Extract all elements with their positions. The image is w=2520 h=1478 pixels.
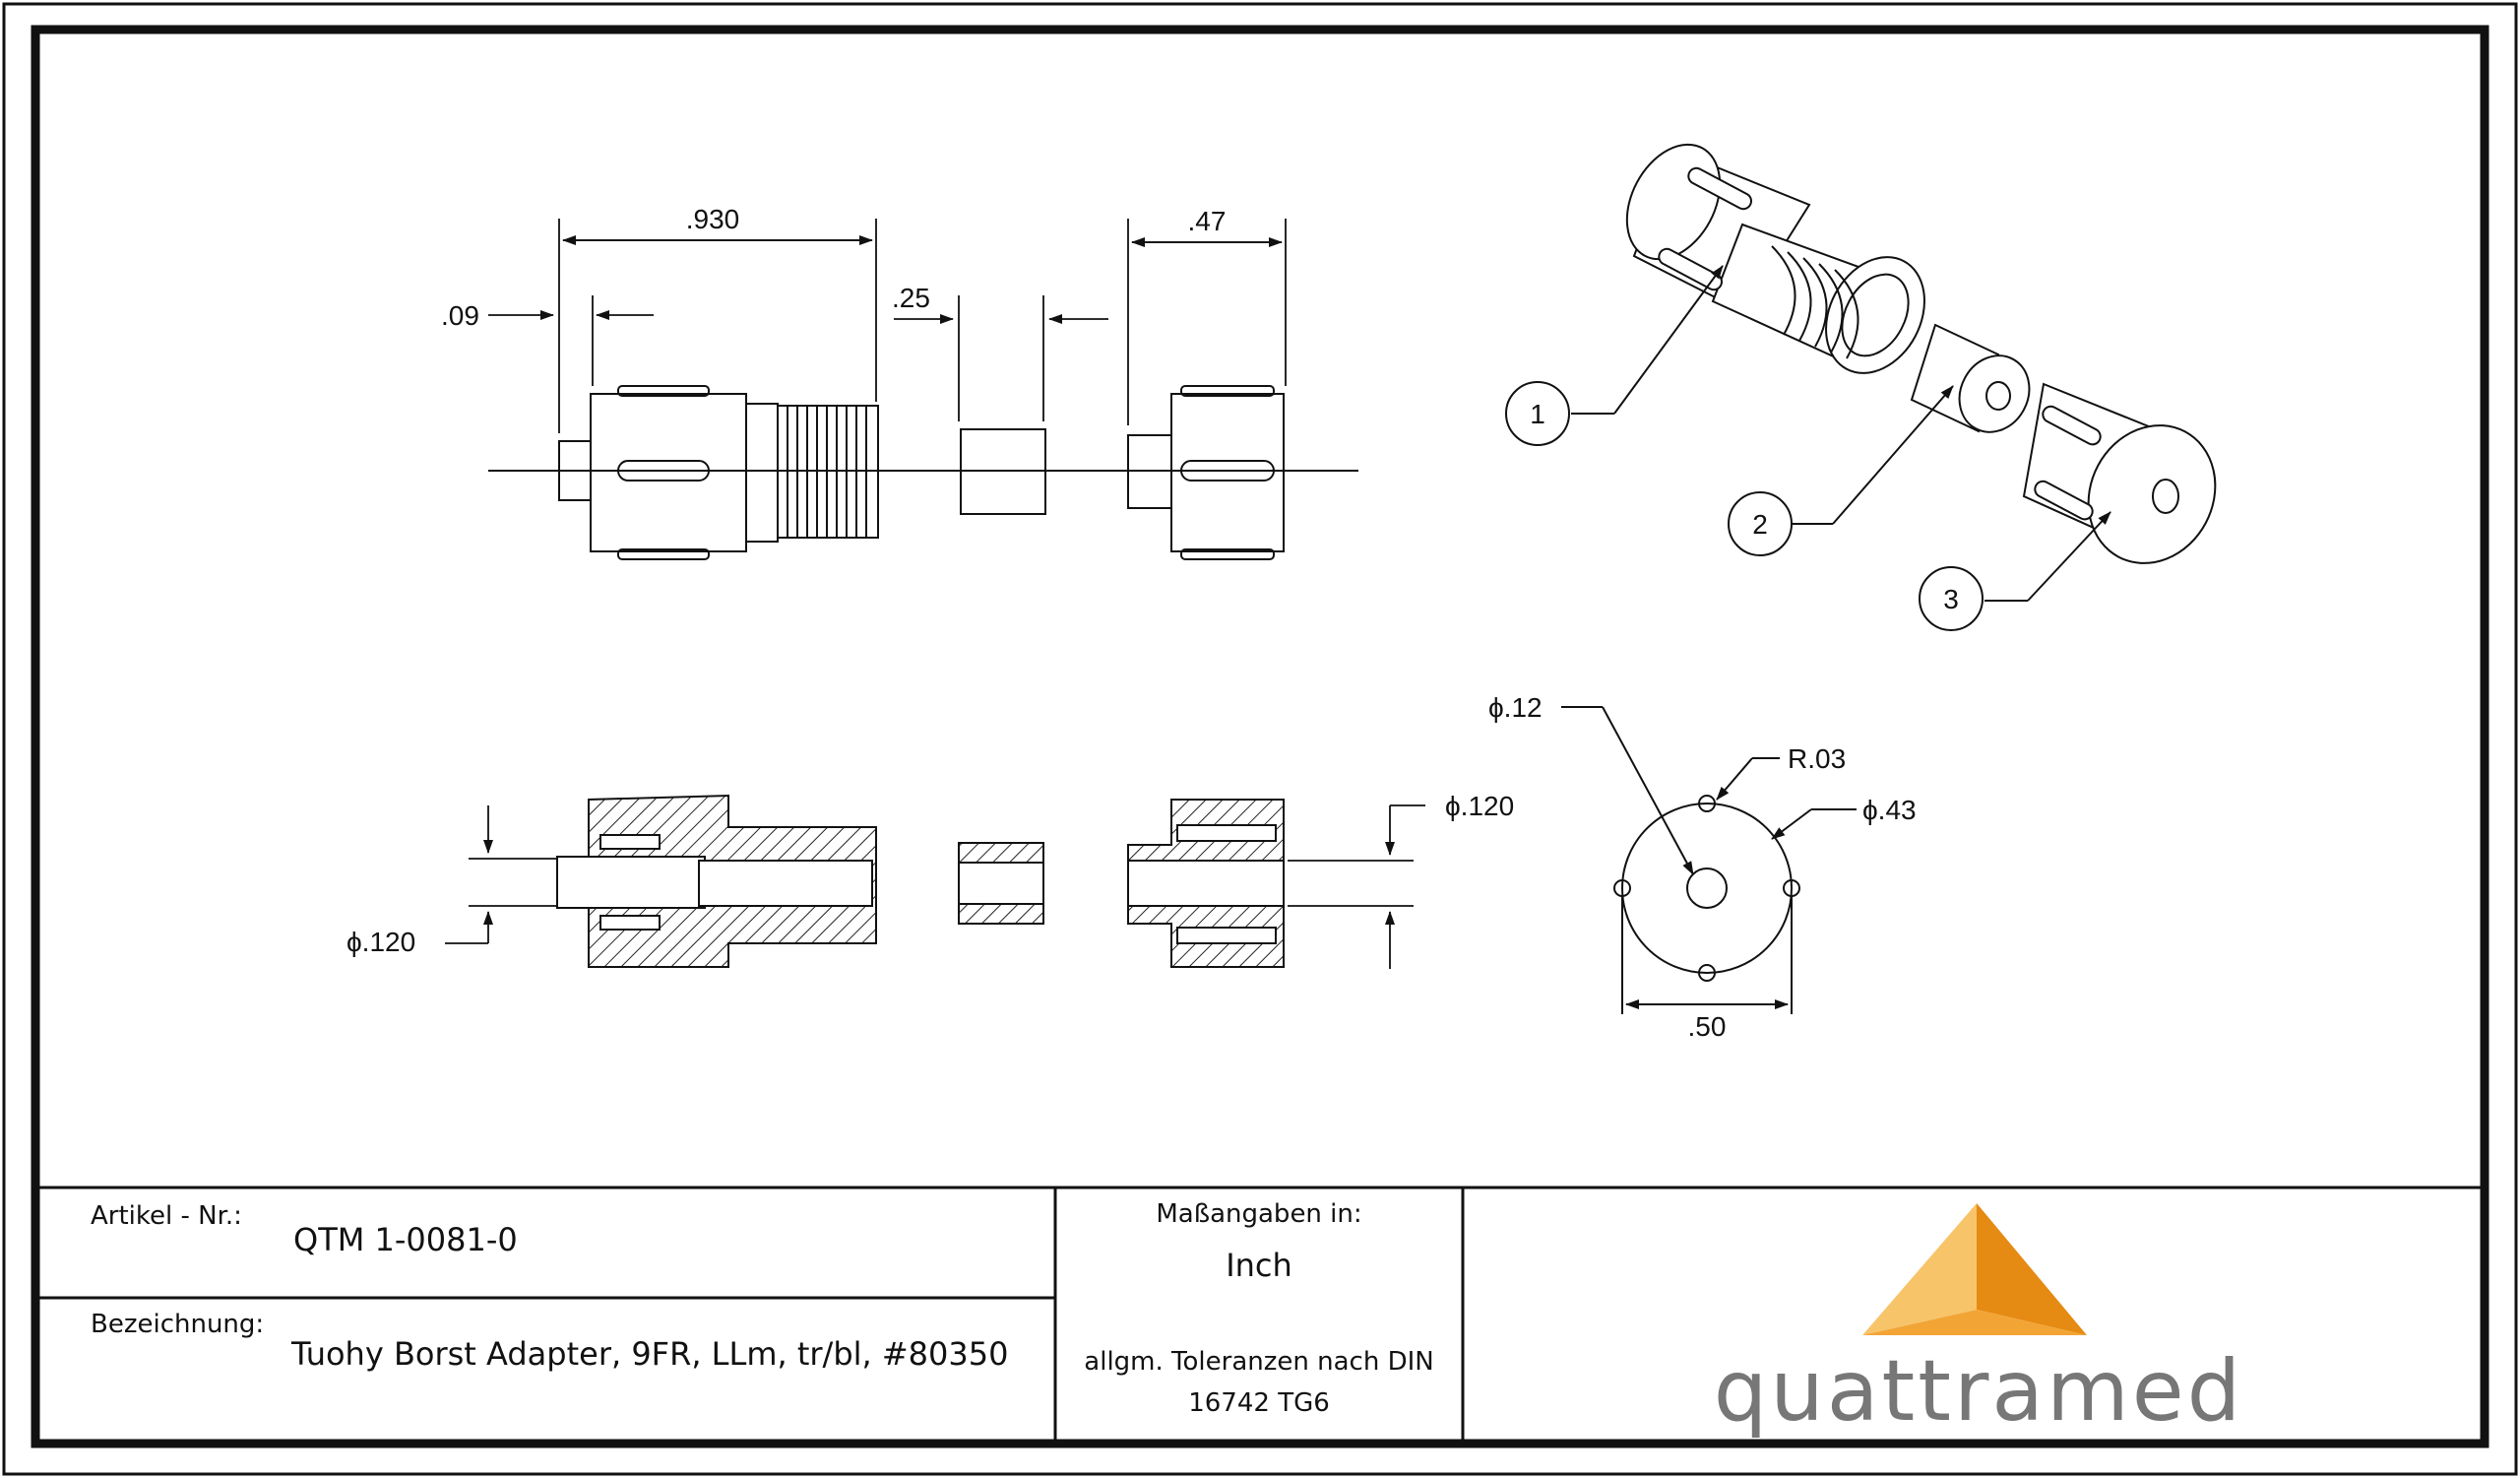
balloon-2-label: 2	[1752, 509, 1768, 540]
dim-09: .09	[441, 300, 479, 331]
inner-frame	[31, 25, 2489, 1448]
dim-50: .50	[1688, 1011, 1727, 1042]
iso-part-2	[1910, 323, 2031, 433]
designation-value: Tuohy Borst Adapter, 9FR, LLm, tr/bl, #8…	[291, 1335, 1009, 1373]
balloon-2: 2	[1728, 491, 1793, 556]
dim-930: .930	[686, 204, 740, 234]
units-label: Maßangaben in:	[1156, 1199, 1362, 1229]
dim-r03: R.03	[1788, 743, 1846, 774]
quattramed-logo: quattramed	[1714, 1203, 2244, 1441]
balloon-1: 1	[1505, 381, 1570, 446]
dim-47: .47	[1188, 206, 1227, 236]
balloon-leaders	[1571, 265, 2111, 602]
iso-part-3	[2022, 382, 2217, 564]
dim-dia120-right: ϕ.120	[1445, 791, 1514, 821]
dimension-lines-section	[445, 804, 1425, 969]
units-value: Inch	[1226, 1247, 1292, 1284]
dim-dia120-left: ϕ.120	[346, 927, 415, 957]
front-view-top	[488, 385, 1358, 560]
article-label: Artikel - Nr.:	[91, 1201, 242, 1231]
article-number: QTM 1-0081-0	[293, 1221, 518, 1258]
balloon-3-label: 3	[1943, 584, 1959, 614]
dim-25: .25	[892, 283, 930, 313]
balloon-3: 3	[1919, 566, 1984, 631]
designation-label: Bezeichnung:	[91, 1310, 265, 1339]
tolerance-line-2: 16742 TG6	[1188, 1388, 1330, 1418]
dim-dia12: ϕ.12	[1488, 692, 1543, 723]
dimension-lines-top	[488, 219, 1287, 433]
end-view	[1561, 706, 1857, 1014]
balloon-1-label: 1	[1530, 399, 1545, 429]
isometric-view	[1625, 143, 2217, 564]
iso-part-1	[1625, 143, 1925, 374]
title-block-grid	[35, 1186, 2485, 1444]
dim-dia43: ϕ.43	[1862, 795, 1917, 825]
tolerance-line-1: allgm. Toleranzen nach DIN	[1084, 1347, 1434, 1377]
logo-text: quattramed	[1714, 1342, 2244, 1441]
section-view	[556, 794, 1285, 968]
